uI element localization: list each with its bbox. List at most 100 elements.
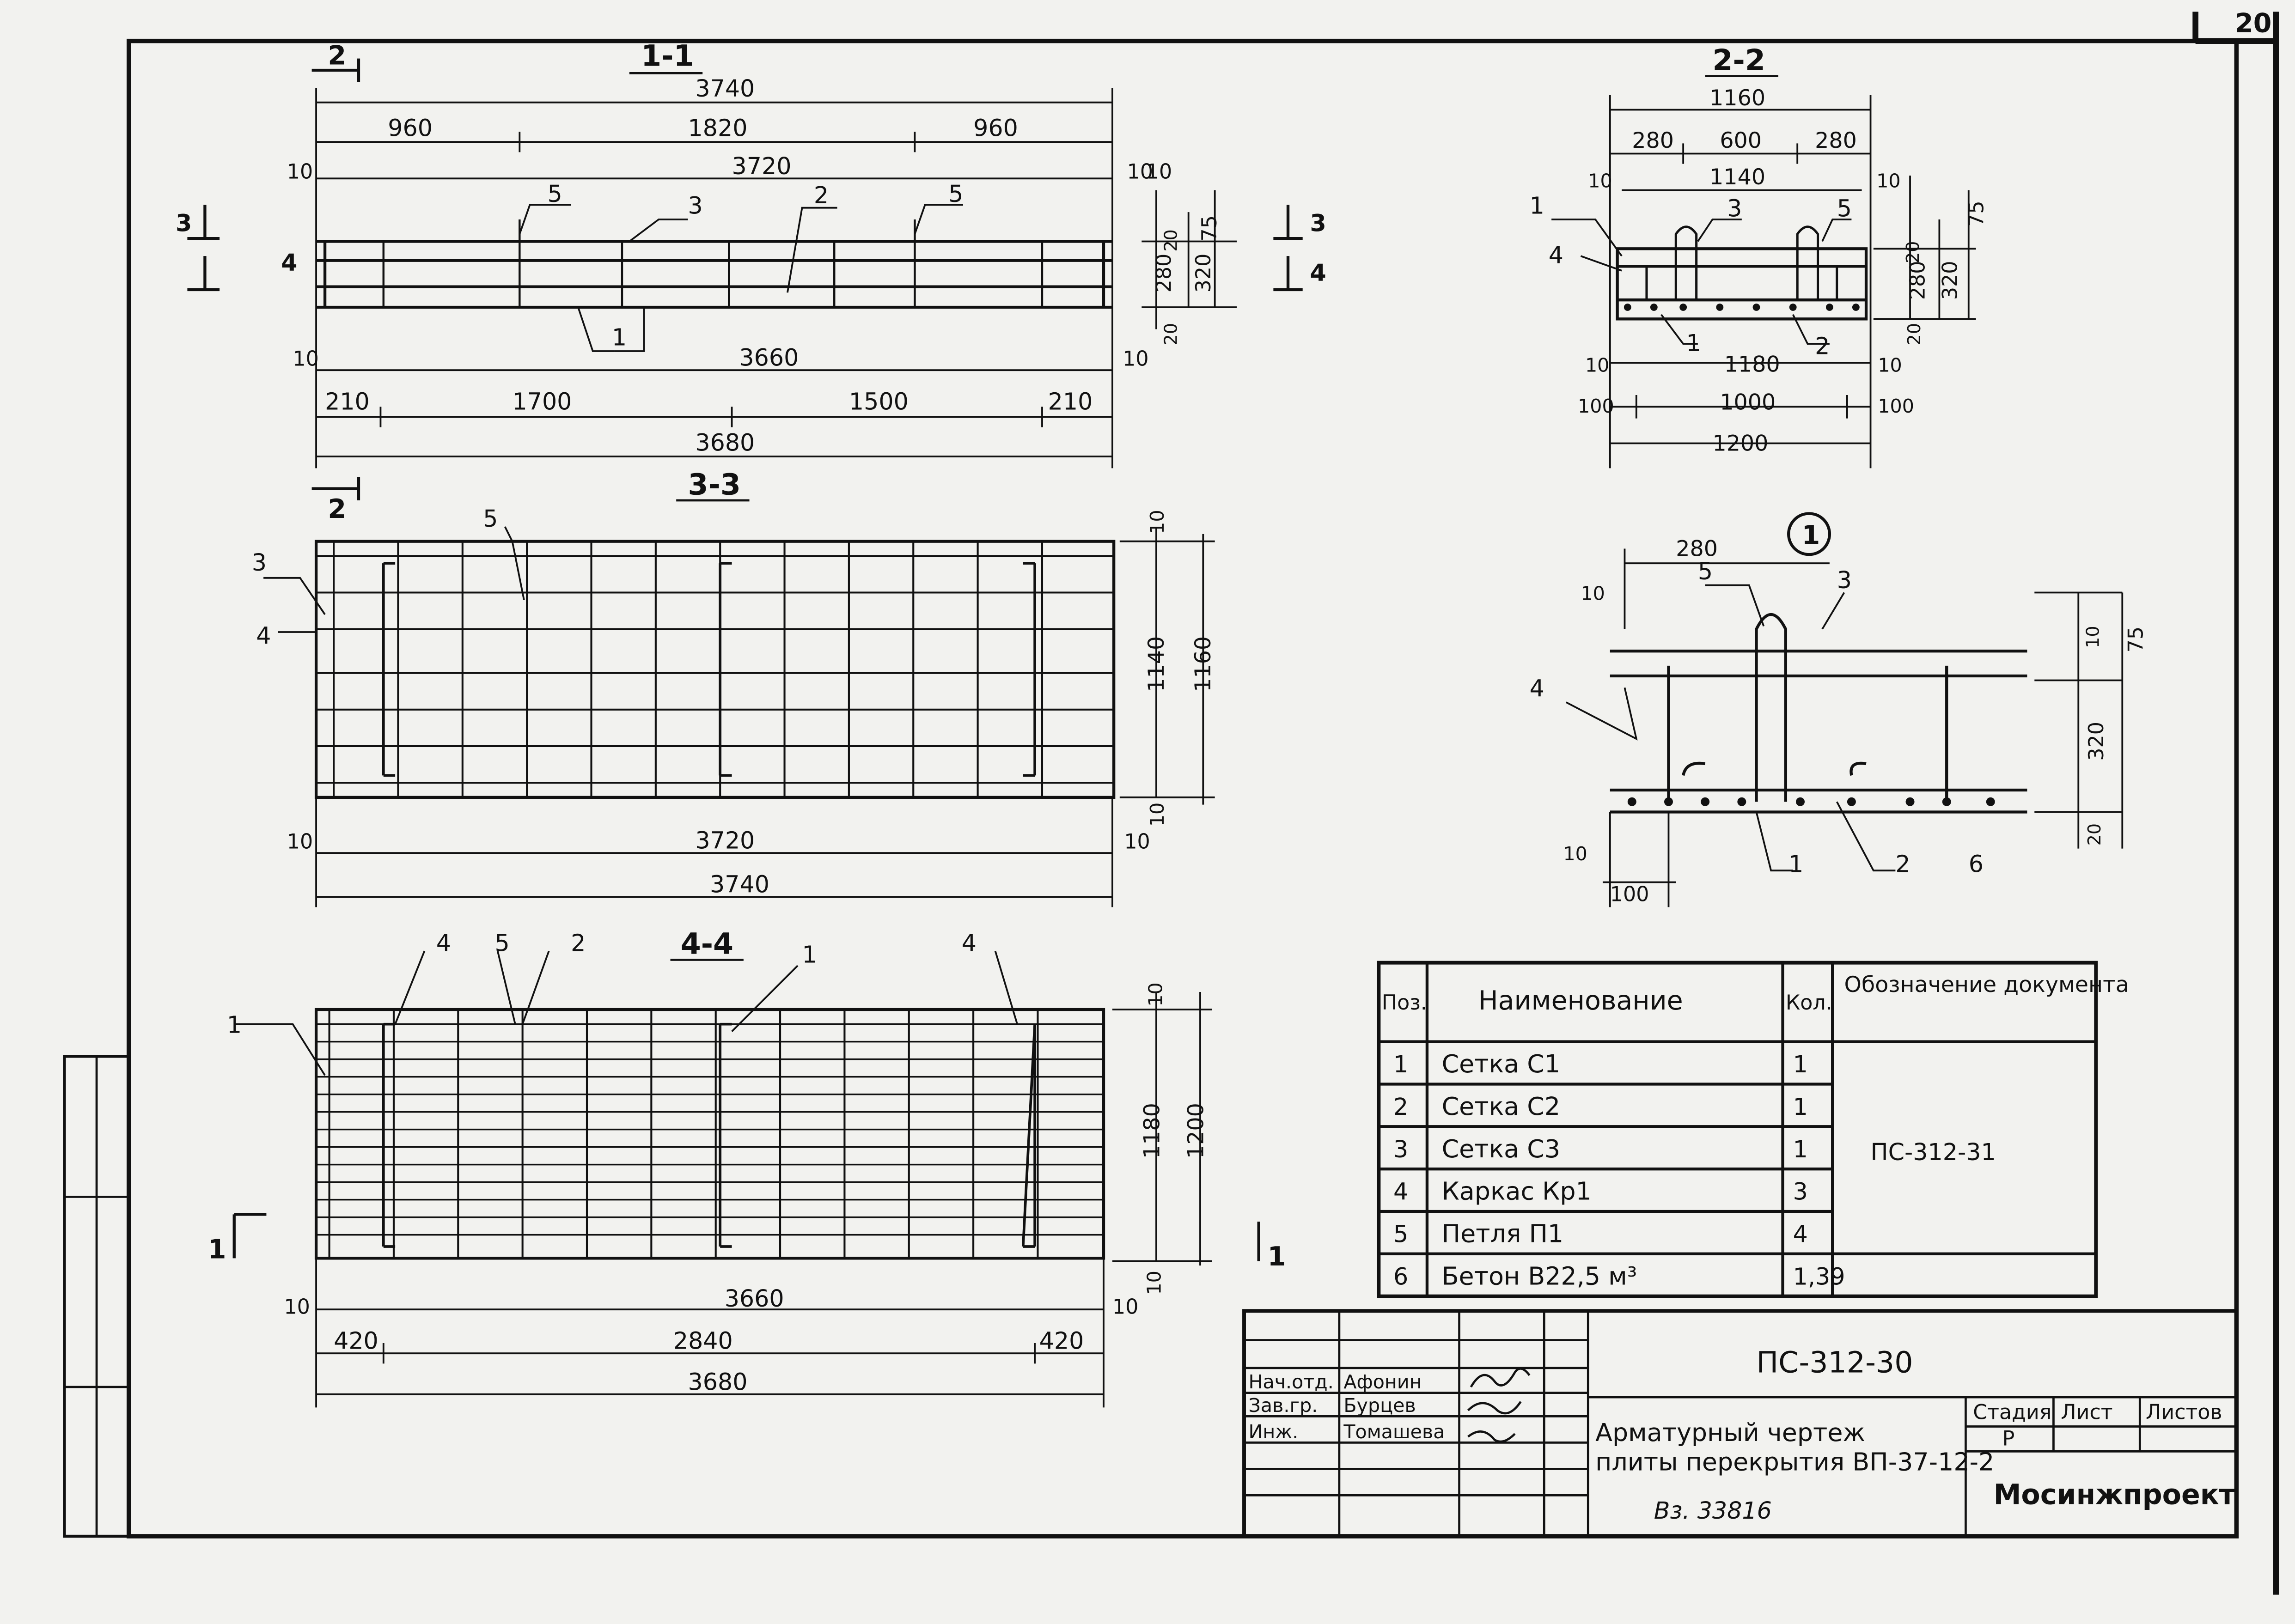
spec-header-name: Наименование <box>1478 985 1683 1016</box>
specification-table: Поз. Наименование Кол. Обозначение докум… <box>1377 961 2129 1298</box>
spec-row-qty: 4 <box>1793 1221 1808 1248</box>
dim-right-bay: 960 <box>973 115 1018 142</box>
spec-doc-ref: ПС-312-31 <box>1871 1138 1996 1166</box>
spec-header-qty: Кол. <box>1786 991 1832 1015</box>
dim-mid-bay: 1820 <box>688 115 748 142</box>
s3-rdim-1160: 1160 <box>1190 636 1216 692</box>
s2-callout-3: 3 <box>1727 195 1742 222</box>
s1-rdim-10: 10 <box>1146 160 1172 183</box>
detail-dim-75: 75 <box>2124 626 2148 652</box>
spec-header-doc: Обозначение документа <box>1844 972 2129 998</box>
s2-dim-280a: 280 <box>1632 128 1674 153</box>
title-block: ПС-312-30 Нач.отд.АфонинЗав.гр.БурцевИнж… <box>1242 1309 2239 1538</box>
dim-inner: 3720 <box>732 152 792 180</box>
spec-row-qty: 1,39 <box>1793 1263 1845 1290</box>
sheet-number: 20 <box>2235 8 2271 39</box>
detail-rebar-dots <box>1627 797 1995 806</box>
cut-2-bottom: 2 <box>328 494 346 524</box>
s4-callout-1: 1 <box>802 941 817 968</box>
handwritten-note: Вз. 33816 <box>1654 1497 1772 1524</box>
staff-name: Томашева <box>1343 1421 1445 1443</box>
spec-row-qty: 3 <box>1793 1178 1808 1205</box>
s4-bdim-3680: 3680 <box>688 1368 748 1395</box>
detail-callout-3: 3 <box>1837 566 1852 594</box>
s3-rdim-10b: 10 <box>1146 803 1168 827</box>
detail-dim-10b: 10 <box>2083 626 2103 648</box>
detail-callout-1: 1 <box>1788 850 1803 877</box>
cut-2-top: 2 <box>328 40 346 71</box>
dim-right-10: 10 <box>1127 160 1153 183</box>
s1-bdim-210b: 210 <box>1048 388 1093 415</box>
s1-bdim-10b: 10 <box>1123 347 1148 371</box>
s4-rdim-1200: 1200 <box>1183 1103 1209 1159</box>
header-sheet: Лист <box>2061 1401 2112 1424</box>
spec-header-doc-text: Обозначение документа <box>1844 972 2129 998</box>
s3-rdim-10a: 10 <box>1146 510 1168 534</box>
detail-callout-4: 4 <box>1530 675 1544 702</box>
s3-mesh <box>314 540 1116 799</box>
spec-row-name: Сетка С2 <box>1442 1092 1561 1121</box>
s2-callout-5: 5 <box>1837 195 1852 222</box>
s1-bdim-1500: 1500 <box>849 388 909 415</box>
header-stage: Стадия <box>1973 1401 2051 1424</box>
s2-bdim-100b: 100 <box>1878 395 1914 417</box>
s2-rebar-dots <box>1624 304 1860 311</box>
detail-callout-2: 2 <box>1895 850 1910 877</box>
section-4-4-label: 4-4 <box>681 927 733 961</box>
s2-rdim-75: 75 <box>1965 201 1988 226</box>
s2-dim-280b: 280 <box>1815 128 1857 153</box>
spec-row-name: Петля П1 <box>1442 1219 1564 1248</box>
title-line2: плиты перекрытия ВП-37-12-2 <box>1595 1448 1994 1477</box>
s1-callout-5a: 5 <box>547 180 562 207</box>
s4-bdim-10a: 10 <box>284 1296 310 1319</box>
s4-callout-5: 5 <box>494 929 509 956</box>
s4-callout-4b: 4 <box>962 929 977 956</box>
s3-bdim-10b: 10 <box>1124 830 1150 854</box>
s2-rdim-20b: 20 <box>1904 323 1924 345</box>
s2-dim-10b: 10 <box>1876 170 1900 192</box>
s4-rdim-1180: 1180 <box>1139 1103 1165 1159</box>
staff-name: Бурцев <box>1343 1394 1416 1417</box>
spec-row-pos: 4 <box>1393 1178 1408 1205</box>
section-1-1-label: 1-1 <box>641 39 694 73</box>
s1-callout-2: 2 <box>814 182 829 209</box>
spec-row-pos: 1 <box>1393 1051 1408 1078</box>
s2-callout-1a: 1 <box>1530 192 1544 219</box>
s2-callout-4: 4 <box>1549 242 1563 269</box>
s1-bdim-3680: 3680 <box>695 429 755 456</box>
s2-bdim-10b: 10 <box>1878 354 1902 376</box>
s2-bdim-10a: 10 <box>1585 354 1609 376</box>
header-sheets: Листов <box>2146 1401 2222 1424</box>
organization: Мосинжпроект <box>1994 1478 2235 1511</box>
s2-dim-600: 600 <box>1720 128 1762 153</box>
spec-row-name: Сетка С3 <box>1442 1134 1561 1163</box>
s1-rdim-280: 280 <box>1153 254 1176 293</box>
detail-1: 1 280 10 <box>1530 512 2148 907</box>
detail-dim-320: 320 <box>2085 722 2108 761</box>
s1-rdim-20b: 20 <box>1160 323 1181 345</box>
s4-bdim-420b: 420 <box>1039 1327 1084 1355</box>
s1-rdim-20a: 20 <box>1160 229 1181 251</box>
section-4-4: 4-4 4 5 2 1 4 1 <box>208 927 1286 1408</box>
spec-row-name: Сетка С1 <box>1442 1049 1561 1078</box>
section-3-3: 3-3 3 4 5 10 1140 1160 <box>252 467 1216 907</box>
section-2-2: 2-2 1160 280 600 280 10 1140 10 <box>1530 43 1988 468</box>
spec-row-pos: 2 <box>1393 1093 1408 1120</box>
s4-rdim-10a: 10 <box>1145 982 1167 1006</box>
s3-callout-5: 5 <box>483 505 498 532</box>
sheet-frame: 20 <box>63 8 2279 1595</box>
s4-callout-1b: 1 <box>227 1011 242 1039</box>
staff-role: Зав.гр. <box>1249 1394 1318 1417</box>
title-code: ПС-312-30 <box>1757 1345 1913 1379</box>
s3-bdim-3740: 3740 <box>710 871 769 898</box>
detail-1-label: 1 <box>1802 520 1820 551</box>
section-3-3-label: 3-3 <box>688 467 741 501</box>
s2-rdim-320: 320 <box>1938 261 1962 300</box>
spec-row-pos: 6 <box>1393 1263 1408 1290</box>
s1-rdim-320: 320 <box>1192 254 1215 293</box>
staff-name: Афонин <box>1343 1371 1422 1393</box>
spec-header-pos: Поз. <box>1382 991 1427 1015</box>
detail-dim-10a: 10 <box>1581 582 1605 604</box>
